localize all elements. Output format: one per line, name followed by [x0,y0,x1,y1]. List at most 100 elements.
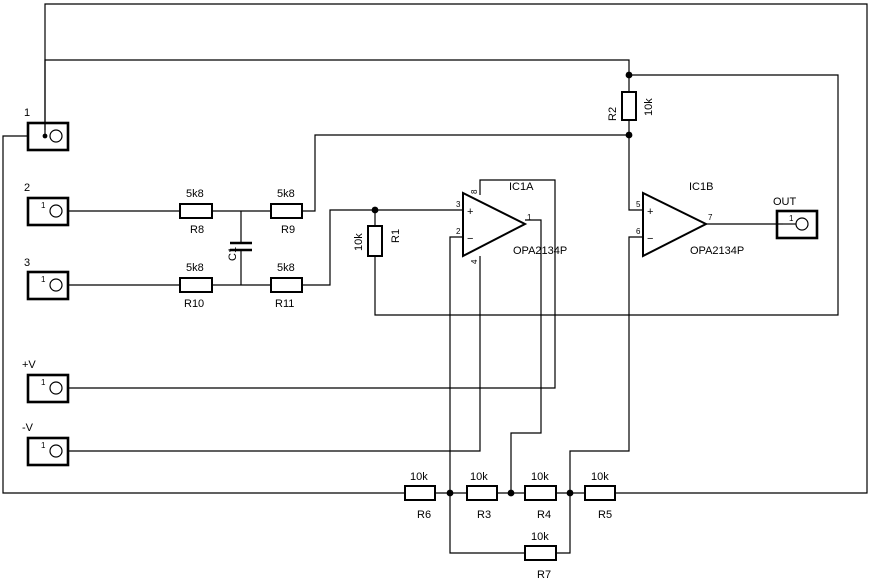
connector-pin [49,204,63,218]
opamp-pin-number: 6 [636,227,641,236]
connector-body [775,209,819,240]
connector-label: -V [22,422,34,434]
resistor-r10: 5k8 R10 [179,262,213,310]
resistor-ref: R3 [477,509,491,521]
connector-pin-number: 1 [41,201,46,210]
resistor-body [270,203,303,219]
resistor-r3: 10k R3 [466,471,498,521]
wire-outer-loop [44,3,868,494]
resistor-body [524,545,557,561]
connector-pin [49,444,63,458]
resistor-value: 10k [643,98,655,116]
resistor-body [179,203,213,219]
connector-pin [49,129,63,143]
connector-out: 1 OUT [773,196,819,240]
connector-label: 1 [24,107,30,119]
connector-label: 2 [24,182,30,194]
opamp-pin-number: 5 [636,200,641,209]
resistor-value: 10k [353,233,365,251]
wire-ic1b-minus [569,236,643,493]
wire-vneg [67,256,481,452]
wire-r1-loop [374,74,839,316]
opamp-ref: IC1B [689,181,713,193]
resistor-r8: 5k8 R8 [179,188,213,236]
connector-body [26,373,70,404]
resistor-value: 5k8 [186,262,204,274]
resistor-r11: 5k8 R11 [270,262,303,310]
resistor-ref: R8 [190,224,204,236]
wire-r9-r2 [302,134,629,212]
opamp-ic1a: + − 3 2 1 8 4 IC1A OPA2134P [456,181,567,264]
resistor-value: 10k [531,471,549,483]
opamp-pin-number: 3 [456,200,461,209]
resistor-r1: 10k R1 [353,225,402,257]
wire-r2-ic1b-plus [628,120,643,211]
connector-pin [49,278,63,292]
resistor-body [524,485,557,501]
resistor-body [367,225,383,257]
connector-body [26,270,70,301]
opamp-minus-symbol: − [467,233,473,245]
resistor-value: 5k8 [186,188,204,200]
resistor-ref: R6 [417,509,431,521]
resistor-body [404,485,436,501]
connector-label: 3 [24,257,30,269]
wire-conn1-to-r2 [44,59,630,128]
connector-pin-number: 1 [41,441,46,450]
connector-pin [795,217,809,231]
resistor-r9: 5k8 R9 [270,188,303,236]
opamp-plus-symbol: + [647,206,653,218]
opamp-ref: IC1A [509,181,534,193]
connector-2: 1 2 [24,182,70,227]
opamp-pin-number: 8 [470,189,479,194]
wire-ic1a-out [510,219,542,493]
opamp-triangle [462,191,528,258]
resistor-value: 5k8 [277,262,295,274]
resistor-ref: R9 [281,224,295,236]
junction-dot [566,489,574,497]
wire-ic1a-minus [449,236,525,554]
resistor-r5: 10k R5 [584,471,616,521]
junction-dot [625,71,633,79]
resistor-ref: R11 [275,298,294,310]
connector-vpos: 1 +V [22,359,70,404]
opamp-pin-number: 7 [708,213,713,222]
resistor-value: 10k [470,471,488,483]
junctions [371,71,633,497]
resistor-ref: R2 [607,107,619,121]
opamp-triangle [642,191,709,258]
resistor-ref: R7 [537,569,551,581]
resistor-ref: R5 [598,509,612,521]
resistor-value: 10k [591,471,609,483]
resistor-value: 5k8 [277,188,295,200]
resistor-body [466,485,498,501]
opamp-part: OPA2134P [690,245,744,257]
resistor-body [179,277,213,293]
connector-pin-number: 1 [41,378,46,387]
junction-dot [371,206,379,214]
wire-conn1-to-r6 [2,135,405,494]
opamp-pin-number: 2 [456,227,461,236]
capacitor-c1: C1 [227,241,252,261]
opamp-plus-symbol: + [467,206,473,218]
resistor-body [270,277,303,293]
resistor-body [621,91,637,121]
connector-pin-number: 1 [41,275,46,284]
junction-dot [446,489,454,497]
resistor-r4: 10k R4 [524,471,557,521]
connector-3: 1 3 [24,257,70,301]
wire-vpos [67,179,556,389]
connector-vneg: 1 -V [22,422,70,467]
junction-dot [625,131,633,139]
wire-r7-right [556,493,571,554]
resistor-r2: R2 10k [607,91,655,121]
wire-r11-ic1a-plus [302,209,463,286]
resistor-value: 10k [410,471,428,483]
opamp-ic1b: + − 5 6 7 IC1B OPA2134P [636,181,744,258]
connector-body [26,436,70,467]
connector-1: 1 [24,107,70,152]
resistor-r7: 10k R7 [524,531,557,581]
junction-dot [507,489,515,497]
